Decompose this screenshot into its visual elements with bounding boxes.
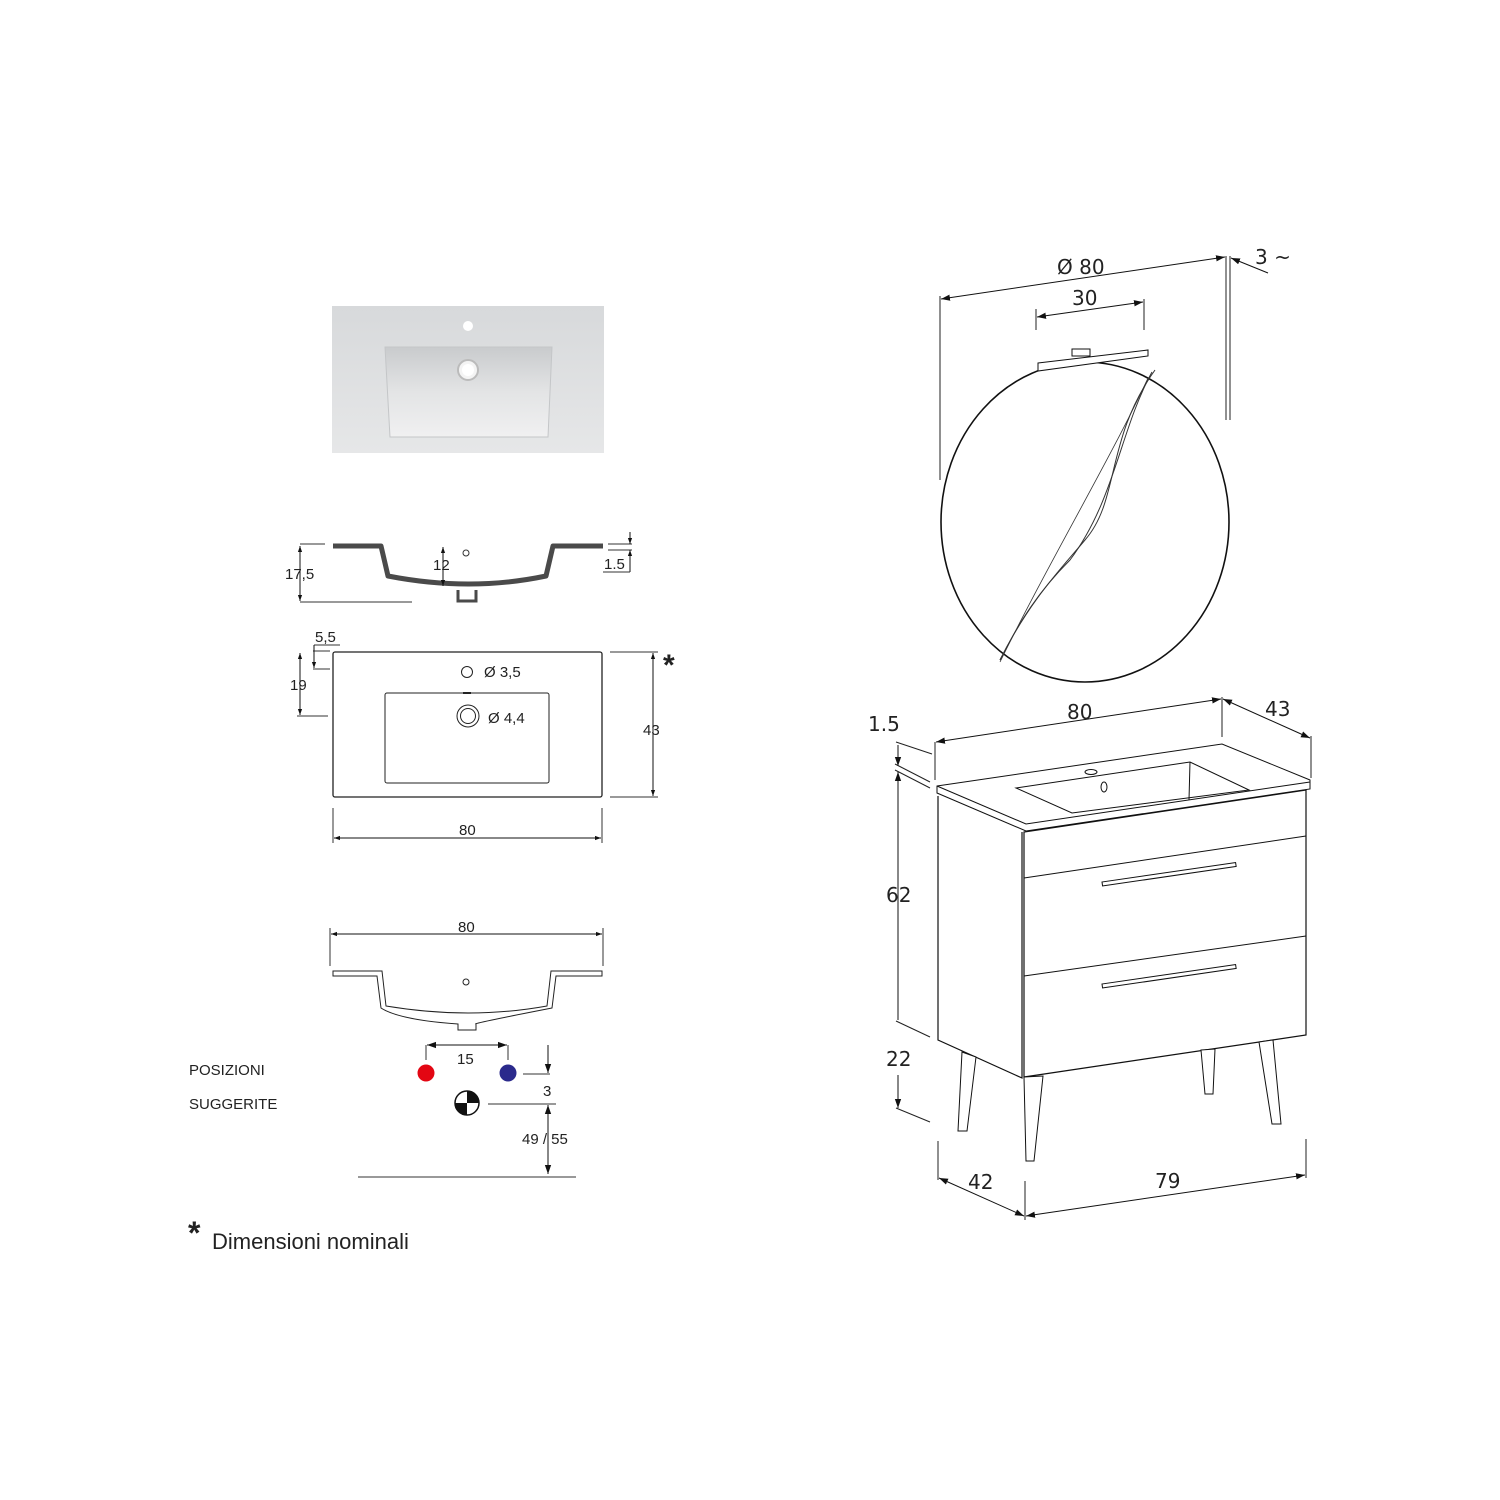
tap-hole-icon (463, 321, 473, 331)
tap-spacing-label: 15 (457, 1051, 474, 1068)
cabinet-body-depth-label: 42 (968, 1170, 993, 1194)
mirror-diameter-label: Ø 80 (1057, 255, 1105, 279)
cabinet-leg-height-label: 22 (886, 1047, 911, 1071)
cold-water-position-icon (499, 1064, 517, 1082)
basin-plan-view (297, 644, 658, 843)
positions-label-line2: SUGGERITE (189, 1096, 277, 1113)
positions-label-line1: POSIZIONI (189, 1062, 265, 1079)
plan-width-label: 80 (459, 822, 476, 839)
plan-drain-hole-label: Ø 4,4 (488, 710, 525, 727)
cabinet-top-thickness-label: 1.5 (868, 712, 900, 736)
drawer-handle-top (1101, 861, 1237, 887)
plan-drain-offset-label: 19 (290, 677, 307, 694)
round-mirror (939, 255, 1269, 683)
plan-tap-hole-label: Ø 3,5 (484, 664, 521, 681)
plan-depth-label: 43 (643, 722, 660, 739)
mirror-lamp-icon (1037, 348, 1149, 372)
mirror-thickness-label: 3 ~ (1255, 245, 1291, 269)
plan-asterisk: * (663, 649, 675, 682)
hot-water-position-icon (417, 1064, 435, 1082)
mirror-lamp-width-label: 30 (1072, 286, 1097, 310)
front-width-label: 80 (458, 919, 475, 936)
drain-offset-label: 3 (543, 1083, 551, 1100)
drain-height-label: 49 / 55 (522, 1131, 568, 1148)
basin-render (332, 306, 604, 453)
section-bowl-depth-label: 12 (433, 557, 450, 574)
section-rim-label: 1.5 (604, 556, 625, 573)
plan-tap-offset-label: 5,5 (315, 629, 336, 646)
cabinet-depth-label: 43 (1265, 697, 1290, 721)
front-section-view (329, 928, 604, 1178)
drawer-handle-bottom (1101, 963, 1237, 989)
footnote-text: Dimensioni nominali (212, 1229, 409, 1254)
vanity-cabinet (894, 697, 1312, 1220)
drain-position-icon (454, 1090, 480, 1116)
section-height-label: 17,5 (285, 566, 314, 583)
cabinet-body-width-label: 79 (1155, 1169, 1180, 1193)
cabinet-width-label: 80 (1067, 700, 1092, 724)
basin-section-view (297, 532, 633, 603)
footnote-asterisk: * (188, 1215, 201, 1251)
cabinet-body-height-label: 62 (886, 883, 911, 907)
